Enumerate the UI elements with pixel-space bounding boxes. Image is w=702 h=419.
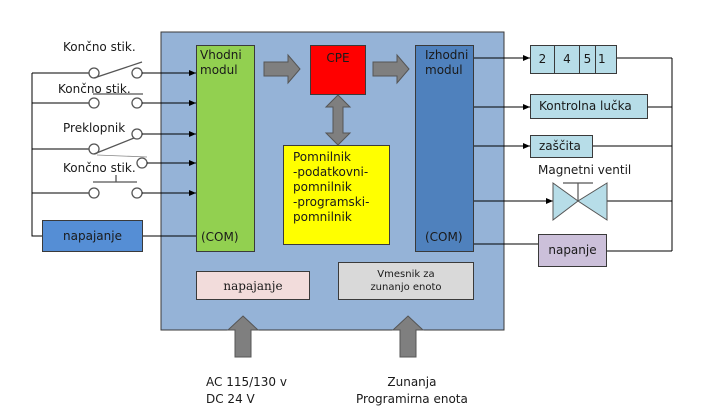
plc-power-unit: napajanje — [196, 271, 310, 300]
arrow-power-in — [226, 315, 260, 358]
interface-label: Vmesnik za zunanjo enoto — [370, 269, 442, 293]
arrow-cpu-to-output — [372, 53, 410, 85]
programmer-line: Zunanja — [387, 375, 437, 389]
power-input-line: DC 24 V — [206, 392, 255, 406]
right-power-label: napanje — [548, 243, 597, 257]
programmer-label: Zunanja Programirna enota — [356, 374, 468, 408]
switch1-label: Končno stik. — [63, 40, 136, 54]
switch1-blade — [93, 61, 143, 79]
switch4-label: Končno stik. — [63, 161, 136, 175]
cpu-label: CPE — [326, 51, 350, 65]
programmer-line: Programirna enota — [356, 392, 468, 406]
cpu-block: CPE — [310, 45, 366, 95]
output-module: Izhodni modul (COM) — [415, 45, 474, 252]
indicator-lamp-label: Kontrolna lučka — [539, 99, 632, 113]
memory-line: -podatkovni- — [293, 165, 369, 179]
switch1-right-contact — [131, 67, 143, 79]
power-input-line: AC 115/130 v — [206, 375, 287, 389]
input-module-title: Vhodni modul — [200, 48, 242, 77]
memory-line: pomnilnik — [293, 180, 352, 194]
switch2-label: Končno stik. — [58, 82, 131, 96]
output-module-com: (COM) — [425, 230, 463, 244]
display-digit: 1 — [598, 52, 606, 66]
valve-label: Magnetni ventil — [538, 163, 632, 177]
display-digit: 4 — [555, 46, 580, 73]
input-module-com: (COM) — [201, 230, 239, 244]
output-module-title: Izhodni modul — [425, 48, 469, 77]
input-module: Vhodni modul (COM) — [196, 45, 255, 252]
left-rail — [31, 73, 42, 237]
switch3-blade — [93, 137, 135, 155]
plc-power-label: napajanje — [223, 278, 283, 293]
arrow-programmer-in — [391, 315, 425, 358]
left-power-label: napajanje — [63, 228, 122, 243]
power-input-label: AC 115/130 v DC 24 V — [206, 374, 287, 408]
display-digit: 2 — [531, 46, 555, 73]
magnetic-valve-icon — [552, 182, 608, 222]
indicator-lamp: Kontrolna lučka — [530, 94, 648, 119]
arrow-input-to-cpu — [263, 53, 301, 85]
protection-block: zaščita — [530, 135, 593, 158]
memory-line: -programski- — [293, 195, 370, 209]
left-power-supply: napajanje — [42, 220, 143, 252]
display-digit: 5 — [580, 46, 596, 73]
protection-label: zaščita — [539, 139, 581, 153]
memory-line: pomnilnik — [293, 210, 352, 224]
digit-display: 2 4 5 1 — [530, 45, 617, 74]
right-power-supply: napanje — [538, 234, 607, 267]
memory-line: Pomnilnik — [293, 150, 352, 164]
memory-block: Pomnilnik -podatkovni- pomnilnik -progra… — [283, 145, 390, 245]
external-interface: Vmesnik za zunanjo enoto — [338, 262, 474, 300]
switch3-label: Preklopnik — [63, 121, 126, 135]
